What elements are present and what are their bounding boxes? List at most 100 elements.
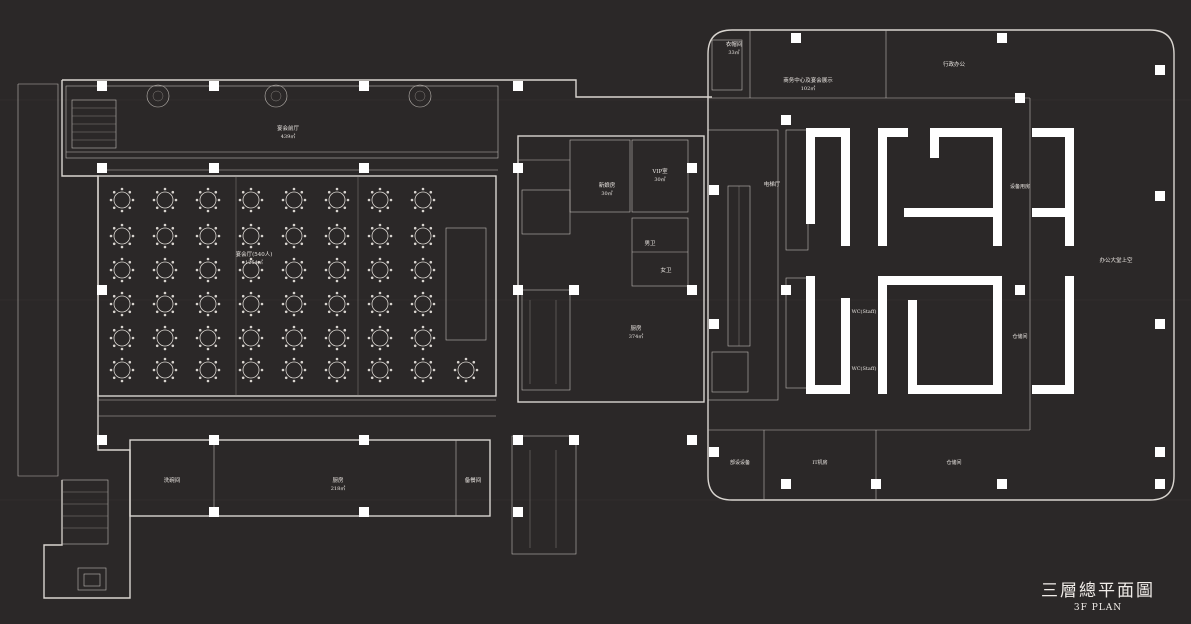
label-ballroom-kitchen: 厨房 xyxy=(332,476,344,484)
label-main-kitchen-area: 374㎡ xyxy=(629,333,644,340)
chair xyxy=(260,336,264,340)
chair xyxy=(241,242,245,246)
chair xyxy=(386,260,390,264)
chair xyxy=(335,279,339,283)
chair xyxy=(284,344,288,348)
chair xyxy=(120,379,124,383)
chair xyxy=(421,313,425,317)
banquet-table xyxy=(156,329,174,347)
chair xyxy=(464,379,468,383)
chair xyxy=(241,376,245,380)
structural-column xyxy=(209,435,219,445)
chair xyxy=(367,198,371,202)
chair xyxy=(303,302,307,306)
chair xyxy=(284,360,288,364)
chair xyxy=(335,257,339,261)
chair xyxy=(472,360,476,364)
chair xyxy=(195,268,199,272)
chair xyxy=(284,242,288,246)
banquet-table xyxy=(457,361,475,379)
chair xyxy=(155,260,159,264)
banquet-table xyxy=(328,261,346,279)
chair xyxy=(284,328,288,332)
chair xyxy=(214,344,218,348)
chair xyxy=(335,223,339,227)
chair xyxy=(120,209,124,213)
label-business-center: 商务中心及宴会展示 xyxy=(783,76,833,84)
chair xyxy=(131,268,135,272)
chair xyxy=(120,223,124,227)
chair xyxy=(198,360,202,364)
structural-column xyxy=(97,81,107,91)
chair xyxy=(241,328,245,332)
chair xyxy=(300,344,304,348)
chair xyxy=(421,187,425,191)
banquet-table xyxy=(113,227,131,245)
chair xyxy=(327,360,331,364)
chair xyxy=(128,206,132,210)
chair xyxy=(327,310,331,314)
chair xyxy=(155,206,159,210)
chair xyxy=(421,209,425,213)
chair xyxy=(171,294,175,298)
chair xyxy=(386,310,390,314)
chair xyxy=(155,226,159,230)
chair xyxy=(174,302,178,306)
chair xyxy=(128,294,132,298)
chair xyxy=(300,294,304,298)
chair xyxy=(284,260,288,264)
chair xyxy=(378,291,382,295)
label-vip-room: VIP室 xyxy=(651,167,668,175)
chair xyxy=(206,209,210,213)
chair xyxy=(249,325,253,329)
banquet-table xyxy=(156,361,174,379)
chair xyxy=(128,226,132,230)
chair xyxy=(346,268,350,272)
label-womens-wc: 女卫 xyxy=(660,266,672,274)
chair xyxy=(300,242,304,246)
chair xyxy=(410,336,414,340)
label-bride-room: 新娘房 xyxy=(599,181,616,189)
chair xyxy=(257,310,261,314)
chair xyxy=(257,344,261,348)
chair xyxy=(155,242,159,246)
chair xyxy=(429,242,433,246)
chair xyxy=(238,336,242,340)
banquet-table xyxy=(285,295,303,313)
chair xyxy=(456,376,460,380)
chair xyxy=(367,368,371,372)
chair xyxy=(389,268,393,272)
chair xyxy=(370,310,374,314)
structural-column xyxy=(1015,285,1025,295)
chair xyxy=(378,209,382,213)
chair xyxy=(370,344,374,348)
chair xyxy=(432,268,436,272)
chair xyxy=(206,187,210,191)
chair xyxy=(386,328,390,332)
chair xyxy=(429,328,433,332)
banquet-table xyxy=(242,329,260,347)
chair xyxy=(378,379,382,383)
banquet-table xyxy=(414,361,432,379)
banquet-table xyxy=(328,329,346,347)
structural-column xyxy=(359,163,369,173)
chair xyxy=(174,368,178,372)
label-business-center-area: 102㎡ xyxy=(801,85,816,92)
chair xyxy=(429,260,433,264)
chair xyxy=(281,336,285,340)
chair xyxy=(335,291,339,295)
chair xyxy=(174,234,178,238)
label-storage-1: 仓储间 xyxy=(1012,333,1027,340)
chair xyxy=(303,198,307,202)
chair xyxy=(367,336,371,340)
chair xyxy=(370,190,374,194)
banquet-table xyxy=(199,191,217,209)
chair xyxy=(292,257,296,261)
chair xyxy=(284,190,288,194)
chair xyxy=(163,347,167,351)
chair xyxy=(284,226,288,230)
chair xyxy=(432,234,436,238)
chair xyxy=(257,376,261,380)
chair xyxy=(410,234,414,238)
chair xyxy=(238,368,242,372)
